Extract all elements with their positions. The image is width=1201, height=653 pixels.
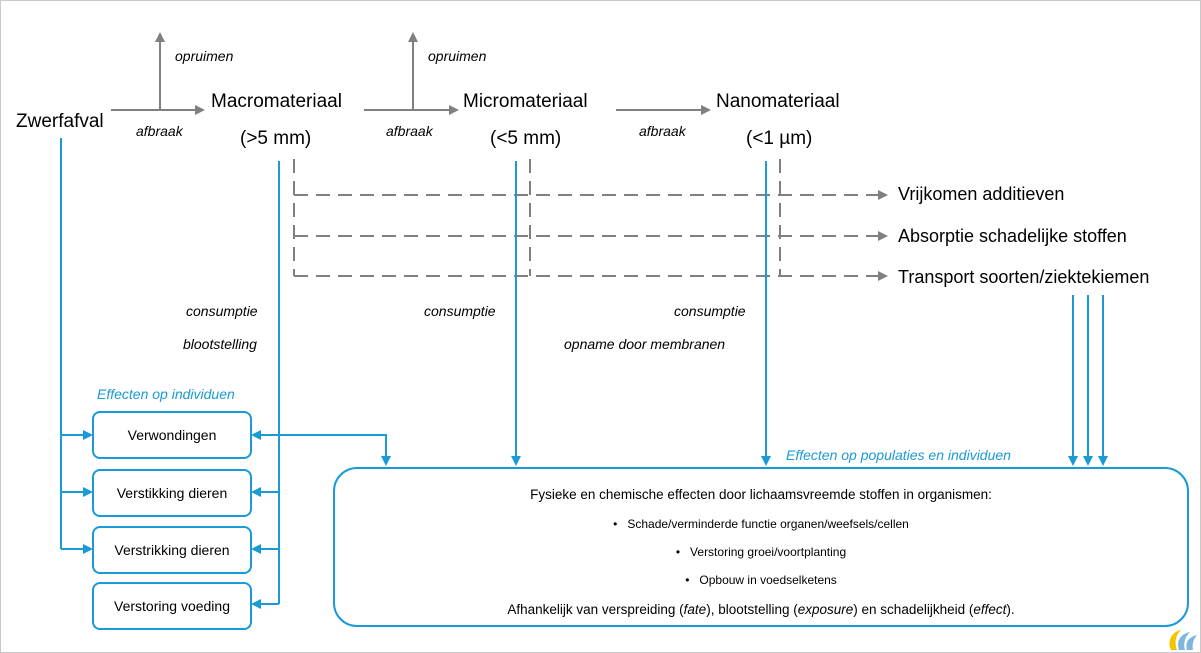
outcome-vrijkomen-additieven: Vrijkomen additieven bbox=[898, 184, 1065, 204]
population-effects-footer: Afhankelijk van verspreiding (fate), blo… bbox=[335, 602, 1187, 617]
node-nano-size: (<1 µm) bbox=[746, 128, 813, 149]
label-opruimen-1: opruimen bbox=[175, 48, 234, 64]
effect-box-verstrikking: Verstrikking dieren bbox=[92, 526, 252, 574]
heading-effecten-individuen: Effecten op individuen bbox=[97, 386, 235, 402]
footer-fate: fate bbox=[683, 602, 707, 617]
population-effects-title: Fysieke en chemische effecten door licha… bbox=[530, 487, 992, 502]
effect-label-verstoring-voeding: Verstoring voeding bbox=[114, 598, 230, 614]
outcome-absorptie-schadelijke-stoffen: Absorptie schadelijke stoffen bbox=[898, 226, 1127, 246]
heading-effecten-populaties: Effecten op populaties en individuen bbox=[786, 447, 1011, 463]
footer-text-1: Afhankelijk van verspreiding ( bbox=[507, 602, 684, 617]
footer-effect: effect bbox=[973, 602, 1007, 617]
bullet-text-groei: Verstoring groei/voortplanting bbox=[690, 545, 847, 559]
label-consumptie-nano: consumptie bbox=[674, 303, 746, 319]
bullet-text-voedselketens: Opbouw in voedselketens bbox=[699, 573, 837, 587]
bullet-item: • Verstoring groei/voortplanting bbox=[675, 545, 847, 559]
population-effects-box: Fysieke en chemische effecten door licha… bbox=[333, 467, 1189, 627]
effect-box-verstoring-voeding: Verstoring voeding bbox=[92, 582, 252, 630]
bullet-text-schade: Schade/verminderde functie organen/weefs… bbox=[627, 517, 909, 531]
label-afbraak-3: afbraak bbox=[639, 123, 686, 139]
effect-box-verwondingen: Verwondingen bbox=[92, 411, 252, 459]
label-afbraak-1: afbraak bbox=[136, 123, 183, 139]
bullet-item: • Schade/verminderde functie organen/wee… bbox=[613, 517, 909, 531]
outcome-transport-soorten: Transport soorten/ziektekiemen bbox=[898, 267, 1150, 287]
effect-label-verwondingen: Verwondingen bbox=[127, 427, 217, 443]
label-consumptie-micro: consumptie bbox=[424, 303, 496, 319]
label-afbraak-2: afbraak bbox=[386, 123, 433, 139]
footer-exposure: exposure bbox=[797, 602, 854, 617]
label-opname-membranen: opname door membranen bbox=[564, 336, 726, 352]
bullet-item: • Opbouw in voedselketens bbox=[685, 573, 837, 587]
node-micro-size: (<5 mm) bbox=[490, 128, 562, 149]
node-nanomateriaal: Nanomateriaal bbox=[716, 91, 840, 112]
footer-text-4: ). bbox=[1006, 602, 1015, 617]
corner-logo-icon bbox=[1169, 630, 1197, 650]
label-blootstelling: blootstelling bbox=[183, 336, 257, 352]
effect-box-verstikking: Verstikking dieren bbox=[92, 469, 252, 517]
footer-text-2: ), blootstelling ( bbox=[706, 602, 798, 617]
node-macro-size: (>5 mm) bbox=[240, 128, 312, 149]
label-consumptie-macro: consumptie bbox=[186, 303, 258, 319]
node-zwerfafval: Zwerfafval bbox=[16, 111, 104, 132]
node-micromateriaal: Micromateriaal bbox=[463, 91, 588, 112]
node-macromateriaal: Macromateriaal bbox=[211, 91, 342, 112]
label-opruimen-2: opruimen bbox=[428, 48, 487, 64]
blue-link-verwondingen-bigbox bbox=[279, 434, 391, 466]
footer-text-3: ) en schadelijkheid ( bbox=[853, 602, 974, 617]
effect-label-verstikking: Verstikking dieren bbox=[116, 485, 228, 501]
effect-label-verstrikking: Verstrikking dieren bbox=[114, 542, 230, 558]
